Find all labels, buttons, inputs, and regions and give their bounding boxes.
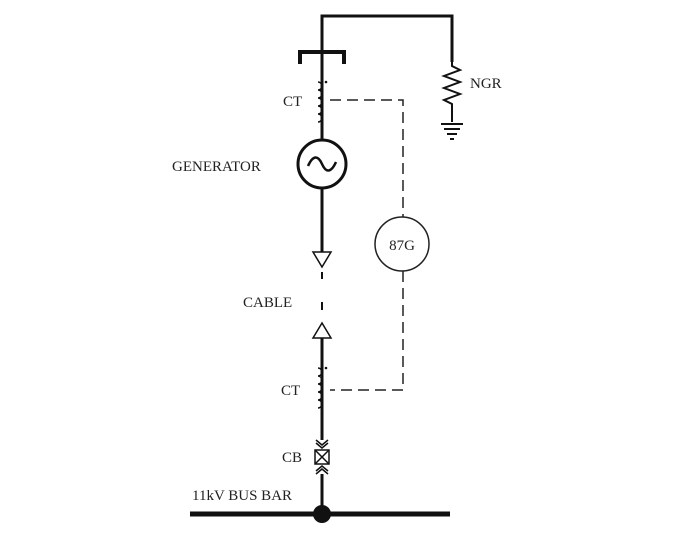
circuit-breaker-icon bbox=[314, 439, 330, 475]
relay-87g-label: 87G bbox=[389, 238, 415, 254]
neutral-connection bbox=[320, 14, 454, 62]
ngr-resistor-icon bbox=[441, 62, 463, 122]
ct-bottom-icon bbox=[317, 366, 328, 409]
cable-label: CABLE bbox=[243, 295, 292, 311]
generator-icon bbox=[296, 138, 348, 190]
ct-top-icon bbox=[317, 80, 328, 123]
generator-label: GENERATOR bbox=[172, 159, 261, 175]
ground-icon bbox=[441, 123, 463, 140]
ct-top-label: CT bbox=[283, 94, 302, 110]
cable-head-top-icon bbox=[311, 251, 333, 269]
bus-junction-dot bbox=[313, 505, 331, 523]
relay-secondary-wiring bbox=[330, 99, 404, 391]
busbar-label: 11kV BUS BAR bbox=[192, 488, 292, 504]
cable-head-bottom-icon bbox=[311, 321, 333, 339]
ngr-label: NGR bbox=[470, 76, 502, 92]
ct-bottom-label: CT bbox=[281, 383, 300, 399]
relay-87g-icon bbox=[374, 216, 430, 272]
cb-label: CB bbox=[282, 450, 302, 466]
